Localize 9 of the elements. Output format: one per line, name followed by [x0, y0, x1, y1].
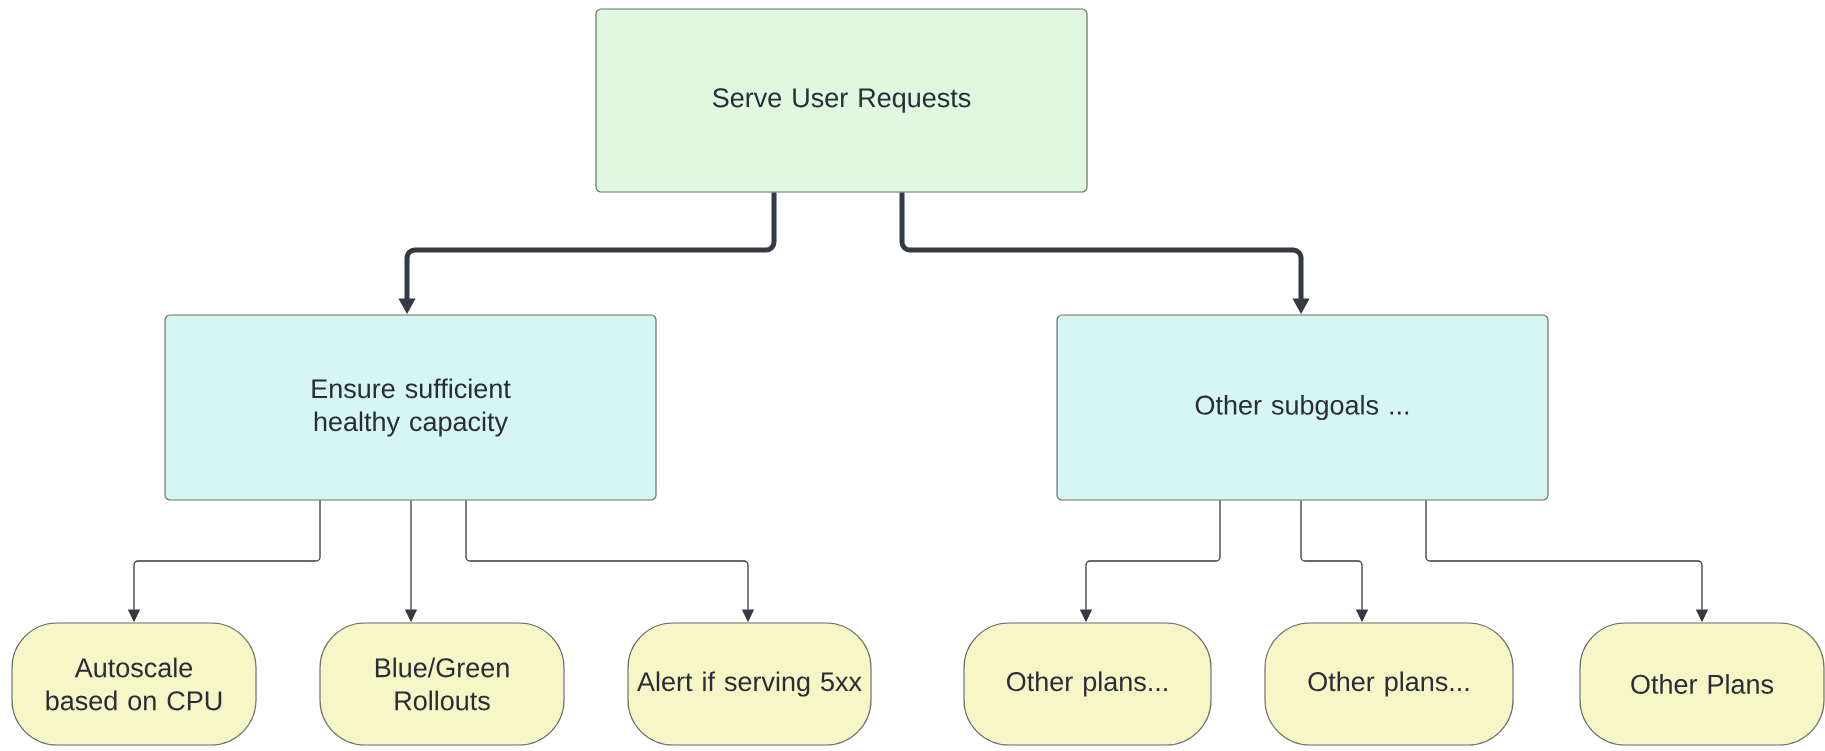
plan-oval: Autoscale based on CPU [11, 622, 257, 746]
plan-oval: Alert if serving 5xx [627, 622, 872, 746]
subgoal-box: Ensure sufficient healthy capacity [164, 314, 657, 501]
goal-box: Serve User Requests [595, 8, 1088, 193]
subgoal-box: Other subgoals ... [1056, 314, 1549, 501]
plan-oval: Other plans... [1264, 622, 1514, 746]
plan-oval: Blue/Green Rollouts [319, 622, 565, 746]
plan-oval: Other plans... [963, 622, 1212, 746]
plan-oval: Other Plans [1579, 622, 1825, 746]
